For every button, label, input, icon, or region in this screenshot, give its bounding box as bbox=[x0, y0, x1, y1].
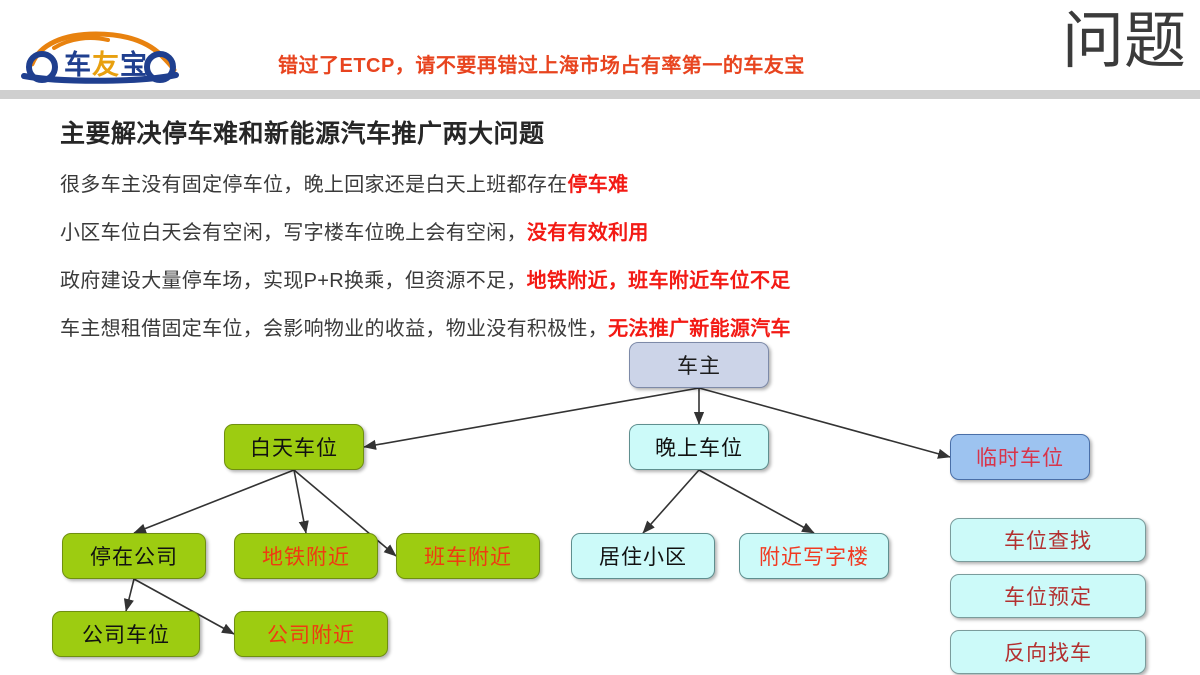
node-at-company[interactable]: 停在公司 bbox=[62, 533, 206, 579]
node-temporary[interactable]: 临时车位 bbox=[950, 434, 1090, 480]
bullet-line-2-emphasis: 没有有效利用 bbox=[526, 222, 649, 244]
node-label: 停在公司 bbox=[90, 545, 178, 569]
bullet-line-3: 政府建设大量停车场，实现P+R换乘，但资源不足，地铁附近，班车附近车位不足 bbox=[60, 264, 791, 293]
edge-at-company-to-company-slot bbox=[123, 578, 135, 612]
node-root[interactable]: 车主 bbox=[629, 342, 769, 388]
bullet-line-2: 小区车位白天会有空闲，写字楼车位晚上会有空闲，没有有效利用 bbox=[60, 216, 649, 245]
edge-night-to-near-office bbox=[698, 469, 815, 534]
node-daytime[interactable]: 白天车位 bbox=[224, 424, 364, 470]
node-near-company[interactable]: 公司附近 bbox=[234, 611, 388, 657]
bullet-line-2-normal: 小区车位白天会有空闲，写字楼车位晚上会有空闲， bbox=[60, 222, 527, 244]
edge-night-to-residence bbox=[642, 469, 700, 534]
bullet-line-1-emphasis: 停车难 bbox=[567, 174, 629, 196]
node-label: 附近写字楼 bbox=[759, 545, 869, 569]
svg-text:宝: 宝 bbox=[120, 49, 147, 81]
edge-daytime-to-near-metro bbox=[293, 469, 309, 534]
diagram-edges bbox=[123, 387, 951, 635]
svg-text:车: 车 bbox=[64, 49, 91, 81]
parking-tree-diagram: 车主白天车位 晚上车位 临时车位停在公司 地铁附近 班车附近 居住小区 附近写字楼公司车位 公… bbox=[0, 330, 1200, 675]
edge-at-company-to-near-company bbox=[133, 578, 235, 635]
node-label: 车位查找 bbox=[1004, 529, 1092, 553]
slide-header: 车 友 宝 错过了ETCP，请不要再错过上海市场占有率第一的车友宝 问题 bbox=[0, 0, 1200, 90]
car-owner-treasure-logo: 车 友 宝 bbox=[16, 26, 186, 88]
node-label: 车位预定 bbox=[1004, 585, 1092, 609]
panel-item-find-slot[interactable]: 车位查找 bbox=[950, 518, 1146, 562]
svg-text:友: 友 bbox=[92, 50, 119, 81]
bullet-line-4-emphasis: 无法推广新能源汽车 bbox=[608, 318, 791, 340]
node-residence[interactable]: 居住小区 bbox=[571, 533, 715, 579]
node-near-metro[interactable]: 地铁附近 bbox=[234, 533, 378, 579]
section-heading: 主要解决停车难和新能源汽车推广两大问题 bbox=[60, 120, 545, 148]
edge-daytime-to-at-company bbox=[133, 469, 295, 534]
node-label: 公司车位 bbox=[82, 623, 170, 647]
page-title: 问题 bbox=[1061, 4, 1186, 77]
bullet-line-4-normal: 车主想租借固定车位，会影响物业的收益，物业没有积极性， bbox=[60, 318, 609, 340]
bullet-line-1: 很多车主没有固定停车位，晚上回家还是白天上班都存在停车难 bbox=[60, 168, 628, 197]
node-near-office[interactable]: 附近写字楼 bbox=[739, 533, 889, 579]
banner-slogan: 错过了ETCP，请不要再错过上海市场占有率第一的车友宝 bbox=[278, 55, 805, 77]
node-label: 白天车位 bbox=[250, 436, 338, 460]
node-night[interactable]: 晚上车位 bbox=[629, 424, 769, 470]
header-divider bbox=[0, 90, 1200, 99]
bullet-line-1-normal: 很多车主没有固定停车位，晚上回家还是白天上班都存在 bbox=[60, 174, 568, 196]
node-label: 地铁附近 bbox=[262, 545, 350, 569]
node-label: 临时车位 bbox=[976, 446, 1064, 470]
panel-item-reserve-slot[interactable]: 车位预定 bbox=[950, 574, 1146, 618]
bullet-line-3-normal: 政府建设大量停车场，实现P+R换乘，但资源不足， bbox=[60, 270, 527, 292]
node-label: 车主 bbox=[677, 354, 721, 378]
node-near-shuttle[interactable]: 班车附近 bbox=[396, 533, 540, 579]
node-label: 反向找车 bbox=[1004, 641, 1092, 665]
edge-root-to-daytime bbox=[363, 387, 700, 450]
edge-root-to-temporary bbox=[698, 387, 951, 459]
node-company-slot[interactable]: 公司车位 bbox=[52, 611, 200, 657]
edge-daytime-to-near-shuttle bbox=[293, 469, 397, 557]
bullet-line-4: 车主想租借固定车位，会影响物业的收益，物业没有积极性，无法推广新能源汽车 bbox=[60, 312, 791, 341]
node-label: 公司附近 bbox=[267, 623, 355, 647]
node-label: 居住小区 bbox=[599, 545, 687, 569]
logo-icon: 车 友 宝 bbox=[21, 31, 179, 84]
node-label: 班车附近 bbox=[424, 545, 512, 569]
panel-item-find-car[interactable]: 反向找车 bbox=[950, 630, 1146, 674]
bullet-line-3-emphasis: 地铁附近，班车附近车位不足 bbox=[526, 270, 791, 292]
node-label: 晚上车位 bbox=[655, 436, 743, 460]
